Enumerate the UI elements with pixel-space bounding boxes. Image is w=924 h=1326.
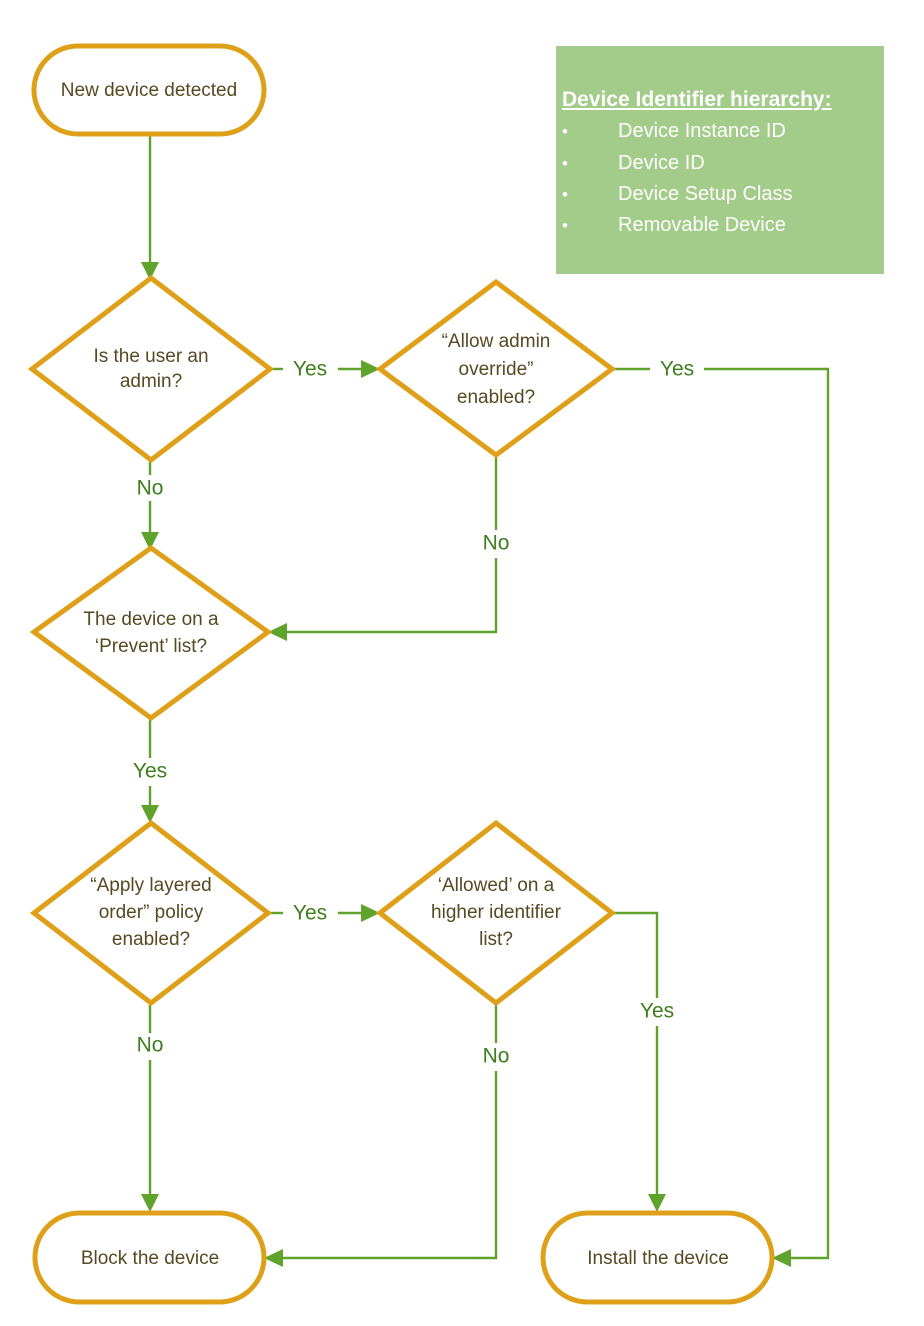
node-label: Block the device — [81, 1248, 219, 1269]
node-label-line2: override” — [459, 359, 534, 380]
decision-shape — [29, 544, 273, 722]
arrowhead-icon — [361, 904, 380, 922]
node-install-the-device[interactable]: Install the device — [540, 1210, 775, 1305]
terminator-shape — [540, 1210, 775, 1305]
legend-item: • Device ID — [562, 148, 884, 179]
edge-line — [279, 1071, 498, 1260]
arrowhead-icon — [268, 623, 287, 641]
node-label-line3: list? — [479, 929, 513, 950]
edge-label-no: No — [483, 532, 510, 555]
legend-item: • Device Setup Class — [562, 179, 884, 210]
legend-item-label: Removable Device — [618, 213, 786, 236]
edge-label-no: No — [137, 1034, 164, 1057]
legend-device-identifier-hierarchy: Device Identifier hierarchy: • Device In… — [556, 46, 884, 274]
decision-shape — [27, 274, 275, 464]
node-apply-layered-order[interactable]: “Apply layered order” policy enabled? — [29, 819, 273, 1007]
arrowhead-icon — [141, 805, 159, 823]
node-device-on-prevent-list[interactable]: The device on a ‘Prevent’ list? — [29, 544, 273, 722]
node-allow-admin-override[interactable]: “Allow admin override” enabled? — [375, 278, 617, 459]
arrowhead-icon — [141, 532, 159, 550]
edge-line — [704, 367, 830, 1260]
arrowhead-icon — [648, 1194, 666, 1212]
legend-item-label: Device Setup Class — [618, 182, 793, 205]
edge-label-yes: Yes — [293, 902, 327, 925]
edge-label-no: No — [137, 477, 164, 500]
edge-layered-order-yes: Yes — [268, 902, 380, 925]
edge-admin-override-yes: Yes — [612, 358, 830, 1267]
edge-label-yes: Yes — [133, 760, 167, 783]
legend-item-label: Device Instance ID — [618, 120, 786, 143]
node-label-line1: The device on a — [83, 609, 219, 630]
node-allowed-higher-identifier[interactable]: ‘Allowed’ on a higher identifier list? — [375, 819, 617, 1007]
legend-item-label: Device ID — [618, 151, 705, 174]
edge-label-yes: Yes — [640, 1000, 674, 1023]
node-block-the-device[interactable]: Block the device — [32, 1210, 267, 1305]
node-label-line2: higher identifier — [431, 902, 562, 923]
decision-shape — [375, 278, 617, 459]
edge-start-to-is-admin — [141, 134, 159, 280]
node-label-line1: ‘Allowed’ on a — [438, 875, 555, 896]
node-label-line3: enabled? — [457, 387, 535, 408]
bullet-icon: • — [562, 122, 568, 142]
node-label-line2: ‘Prevent’ list? — [95, 636, 207, 657]
edge-line — [283, 558, 498, 634]
terminator-shape — [32, 1210, 267, 1305]
bullet-icon: • — [562, 153, 568, 173]
legend-title: Device Identifier hierarchy: — [562, 88, 832, 111]
node-label-line2: admin? — [120, 371, 182, 392]
legend-list: • Device Instance ID • Device ID • Devic… — [556, 116, 884, 241]
arrowhead-icon — [264, 1249, 283, 1267]
terminator-shape — [31, 43, 267, 137]
edge-prevent-list-yes: Yes — [133, 718, 167, 823]
edge-line — [612, 911, 659, 998]
edge-label-no: No — [483, 1045, 510, 1068]
edge-allowed-higher-no: No — [264, 1003, 509, 1267]
node-new-device-detected[interactable]: New device detected — [31, 43, 267, 137]
node-is-user-admin[interactable]: Is the user an admin? — [27, 274, 275, 464]
arrowhead-icon — [141, 1194, 159, 1212]
node-label-line1: “Allow admin — [442, 331, 551, 352]
edge-allowed-higher-yes: Yes — [612, 911, 674, 1212]
node-label-line2: order” policy — [99, 902, 204, 923]
arrowhead-icon — [361, 360, 380, 378]
edge-admin-override-no: No — [268, 455, 509, 641]
arrowhead-icon — [772, 1249, 791, 1267]
node-label: New device detected — [61, 80, 237, 101]
decision-shape — [375, 819, 617, 1007]
bullet-icon: • — [562, 215, 568, 235]
node-label-line1: Is the user an — [93, 346, 208, 367]
node-label-line1: “Apply layered — [90, 875, 211, 896]
node-label-line3: enabled? — [112, 929, 190, 950]
legend-item: • Removable Device — [562, 210, 884, 241]
edge-is-admin-yes: Yes — [270, 358, 380, 381]
edge-label-yes: Yes — [660, 358, 694, 381]
arrowhead-icon — [141, 262, 159, 280]
bullet-icon: • — [562, 184, 568, 204]
edge-is-admin-no: No — [137, 460, 164, 550]
edge-layered-order-no: No — [137, 1003, 164, 1212]
node-label: Install the device — [587, 1248, 729, 1269]
edge-label-yes: Yes — [293, 358, 327, 381]
legend-item: • Device Instance ID — [562, 116, 884, 147]
decision-shape — [29, 819, 273, 1007]
